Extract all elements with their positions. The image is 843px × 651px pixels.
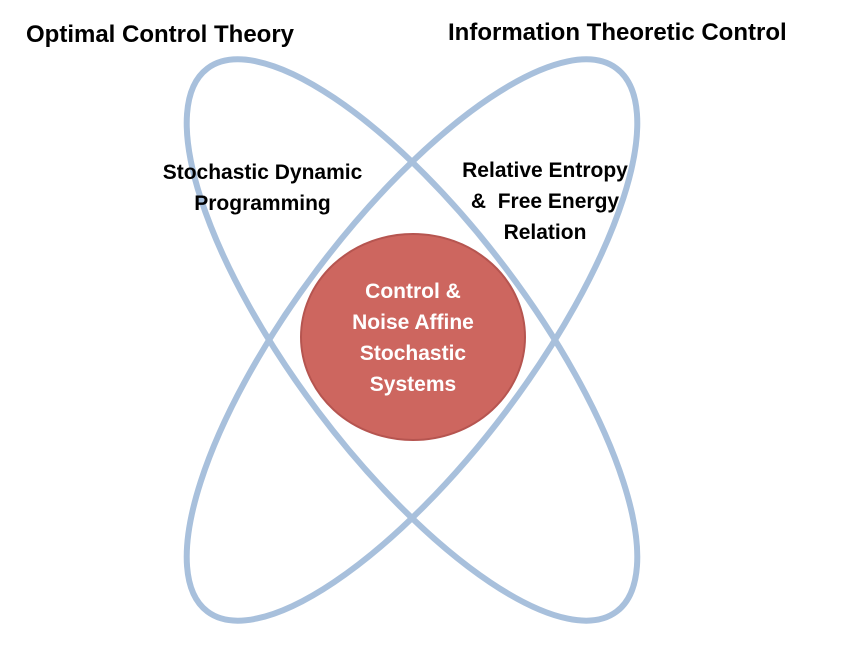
region-right-line-2: & Free Energy	[470, 190, 620, 213]
center-line-4: Systems	[369, 373, 457, 396]
region-left-line-1: Stochastic Dynamic	[162, 161, 363, 184]
center-label: Control & Noise Affine Stochastic System…	[300, 276, 526, 400]
center-line-3: Stochastic	[359, 342, 467, 365]
optimal-control-theory-label: Optimal Control Theory	[26, 21, 295, 48]
center-circle	[300, 233, 526, 441]
stochastic-dynamic-programming-region: Stochastic Dynamic Programming	[140, 157, 385, 219]
information-theoretic-control-label: Information Theoretic Control	[448, 19, 787, 46]
relative-entropy-free-energy-region: Relative Entropy & Free Energy Relation	[430, 155, 660, 248]
information-theoretic-ellipse	[183, 56, 641, 624]
center-line-2: Noise Affine	[352, 311, 474, 334]
region-right-line-1: Relative Entropy	[462, 159, 628, 182]
region-left-line-2: Programming	[194, 192, 331, 215]
region-right-line-3: Relation	[503, 221, 587, 244]
center-line-1: Control &	[365, 280, 461, 303]
optimal-control-ellipse	[183, 56, 641, 624]
